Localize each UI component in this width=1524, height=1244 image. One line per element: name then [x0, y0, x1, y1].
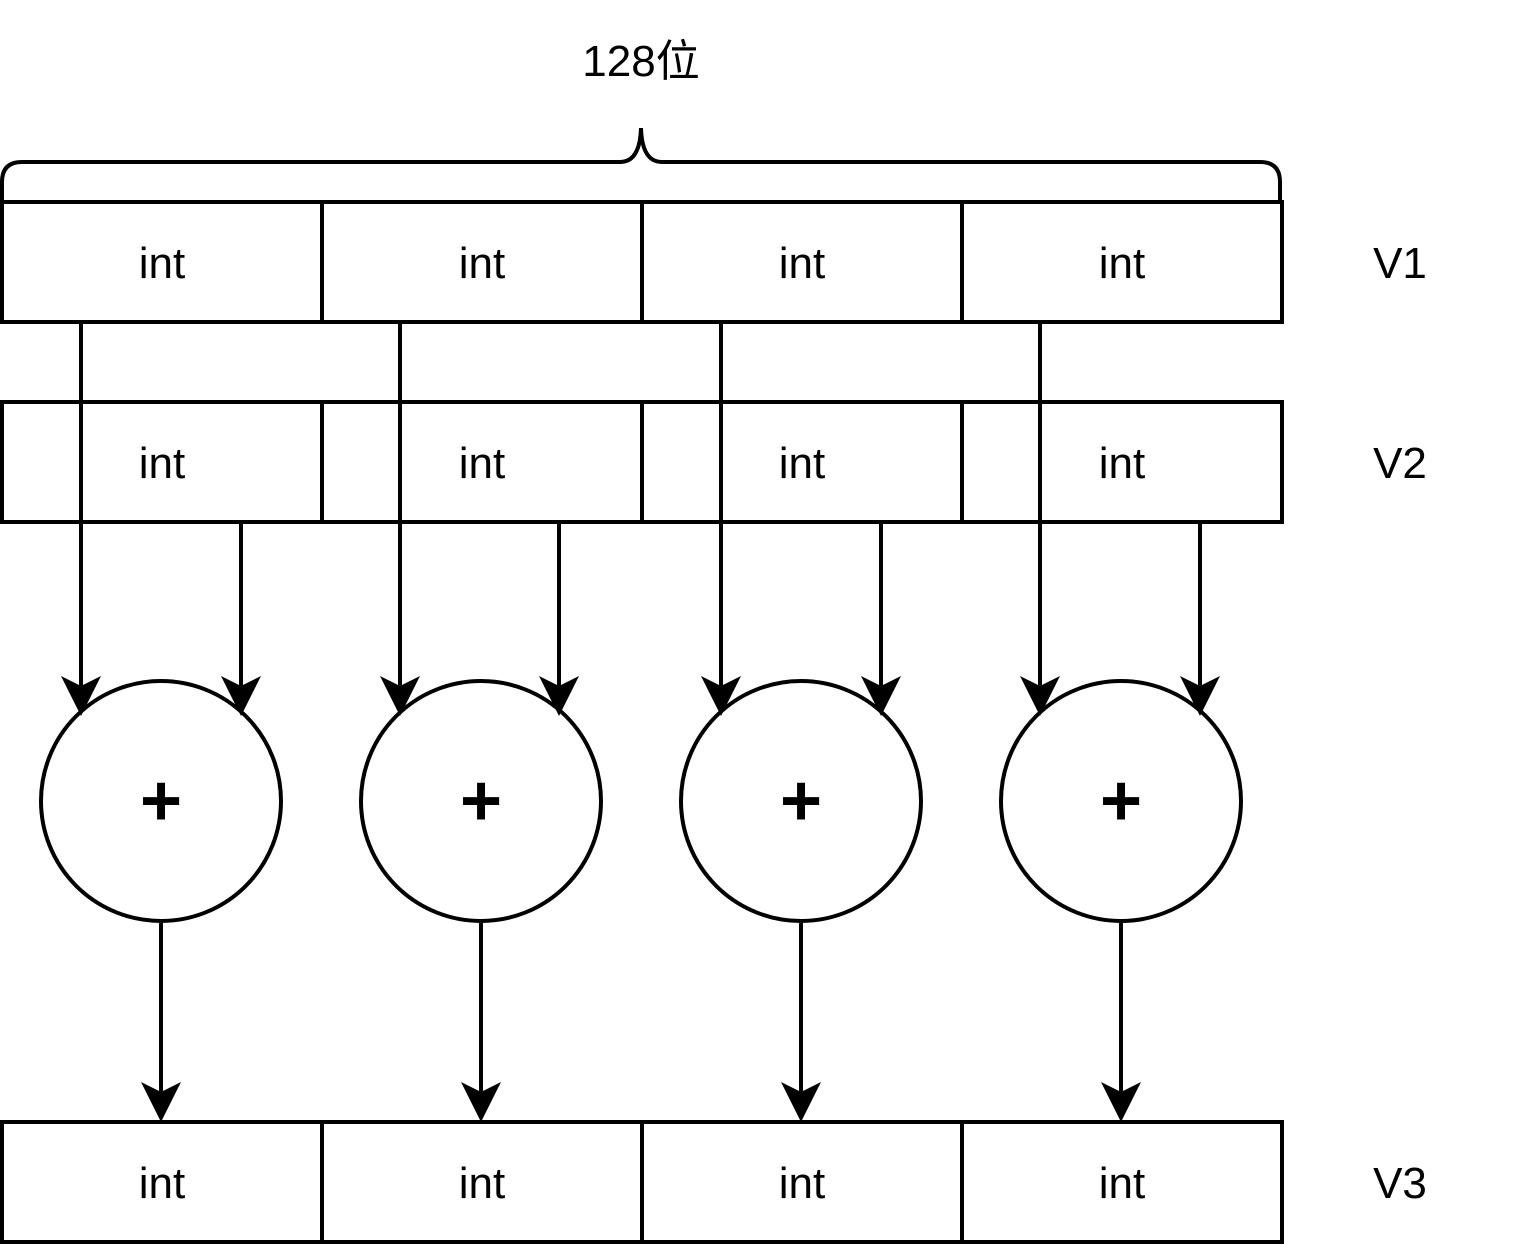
vector-v3: int int int int V3 [0, 1120, 1427, 1244]
vector-v2: int int int int V2 [0, 400, 1427, 524]
bit-width-label: 128位 [582, 37, 699, 86]
vector-v1: int int int int V1 [0, 200, 1427, 324]
adder-circle [679, 679, 923, 923]
adder-4: + [999, 679, 1243, 923]
vector-cell [960, 400, 1284, 524]
cell-label: int [139, 1159, 185, 1208]
cell-label: int [1099, 239, 1145, 288]
cell-label: int [459, 239, 505, 288]
plus-operator: + [460, 761, 502, 841]
vector-cell [0, 400, 324, 524]
cell-label: int [1099, 1159, 1145, 1208]
adder-circle [999, 679, 1243, 923]
cell-label: int [459, 1159, 505, 1208]
plus-operator: + [1100, 761, 1142, 841]
vector-cell [320, 200, 644, 324]
vector-cell [960, 1120, 1284, 1244]
adder-circle [39, 679, 283, 923]
cell-label: int [459, 439, 505, 488]
plus-operator: + [780, 761, 822, 841]
cell-label: int [1099, 439, 1145, 488]
adder-2: + [359, 679, 603, 923]
cell-label: int [779, 439, 825, 488]
vector-cell [320, 400, 644, 524]
adder-1: + [39, 679, 283, 923]
plus-operator: + [140, 761, 182, 841]
adders: + + + + [39, 679, 1243, 923]
vector-name-label: V1 [1373, 239, 1427, 288]
width-brace [0, 127, 1282, 200]
vector-name-label: V2 [1373, 439, 1427, 488]
adder-circle [359, 679, 603, 923]
cell-label: int [779, 239, 825, 288]
cell-label: int [139, 439, 185, 488]
vector-cell [0, 200, 324, 324]
adder-3: + [679, 679, 923, 923]
vector-name-label: V3 [1373, 1159, 1427, 1208]
vector-cell [320, 1120, 644, 1244]
connections [61, 322, 1220, 1122]
vector-cell [960, 200, 1284, 324]
vector-cell [640, 1120, 964, 1244]
cell-label: int [139, 239, 185, 288]
cell-label: int [779, 1159, 825, 1208]
